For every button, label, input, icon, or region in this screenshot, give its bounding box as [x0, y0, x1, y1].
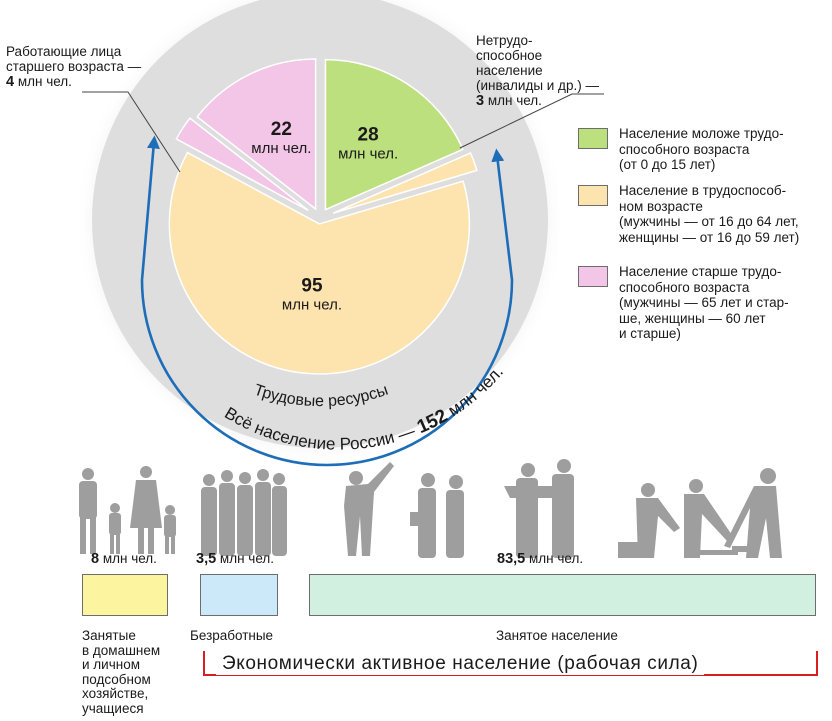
bar-value-unemployed: 3,5 млн чел. — [196, 551, 274, 567]
annotation-disabled-value: 3 — [476, 93, 485, 109]
slice-disabled — [332, 151, 478, 214]
economically-active-label: Экономически активное население (рабочая… — [216, 653, 705, 675]
bar-value-unemployed-number: 3,5 — [196, 551, 217, 567]
annotation-disabled-text: Нетрудо- способное население (инвалиды и… — [476, 33, 599, 93]
bar-label-employed: Занятое население — [496, 628, 618, 643]
slice-label-young-value: 28 — [358, 124, 379, 145]
bar-value-unemployed-unit: млн чел. — [216, 551, 275, 566]
legend-swatch-elderly — [578, 266, 608, 287]
annotation-working-elderly-value: 4 — [6, 74, 15, 90]
slice-young — [324, 58, 464, 211]
labour-resources-arc — [140, 148, 514, 467]
slice-label-elderly-value: 22 — [271, 119, 292, 140]
annotation-working-elderly-text: Работающие лица старшего возраста — — [6, 44, 142, 74]
bar-value-employed: 83,5 млн чел. — [497, 551, 583, 567]
bar-label-household: Занятые в домашнем и личном подсобном хо… — [82, 628, 161, 716]
annotation-working-elderly: Работающие лица старшего возраста — 4 мл… — [6, 44, 166, 90]
legend-label-young: Население моложе трудо- способного возра… — [619, 126, 784, 172]
annotation-working-elderly-unit: млн чел. — [14, 74, 72, 89]
slice-label-elderly-unit: млн чел. — [251, 140, 311, 157]
slice-label-working-age-value: 95 — [301, 276, 323, 297]
bar-employed — [309, 574, 816, 616]
labour-resources-arc-left — [140, 135, 160, 281]
bar-value-household-number: 8 — [91, 551, 100, 567]
bar-unemployed — [200, 574, 278, 616]
legend-label-elderly: Население старше трудо- способного возра… — [619, 264, 789, 341]
bar-value-household-unit: млн чел. — [99, 551, 157, 566]
leader-line-right — [459, 93, 604, 149]
slice-label-working-age-unit: млн чел. — [282, 297, 342, 314]
legend-swatch-working-age — [578, 185, 608, 206]
slice-working-elderly — [175, 117, 309, 212]
annotation-disabled: Нетрудо- способное население (инвалиды и… — [476, 33, 636, 109]
bar-value-household: 8 млн чел. — [91, 551, 157, 567]
economically-active-bracket — [203, 651, 818, 676]
leader-line-left — [82, 91, 181, 173]
family-silhouette-icon — [79, 466, 176, 554]
bar-value-employed-number: 83,5 — [497, 551, 526, 567]
bar-label-unemployed: Безработные — [190, 628, 274, 643]
legend-swatch-young — [578, 128, 608, 149]
workers-silhouette-icon — [344, 459, 782, 558]
bar-household — [82, 574, 168, 616]
slice-label-young-unit: млн чел. — [338, 145, 398, 162]
annotation-disabled-unit: млн чел. — [484, 93, 542, 108]
legend-label-working-age: Население в трудоспособ- ном возрасте (м… — [619, 183, 800, 245]
arc-label-inner: Трудовые ресурсы — [252, 382, 391, 410]
arc-label-outer: Всё население России — 152 млн чел. — [221, 362, 507, 453]
crowd-silhouette-icon — [201, 469, 287, 556]
slice-working-age — [168, 151, 471, 375]
bar-value-employed-unit: млн чел. — [525, 551, 584, 566]
slice-elderly — [196, 58, 317, 211]
